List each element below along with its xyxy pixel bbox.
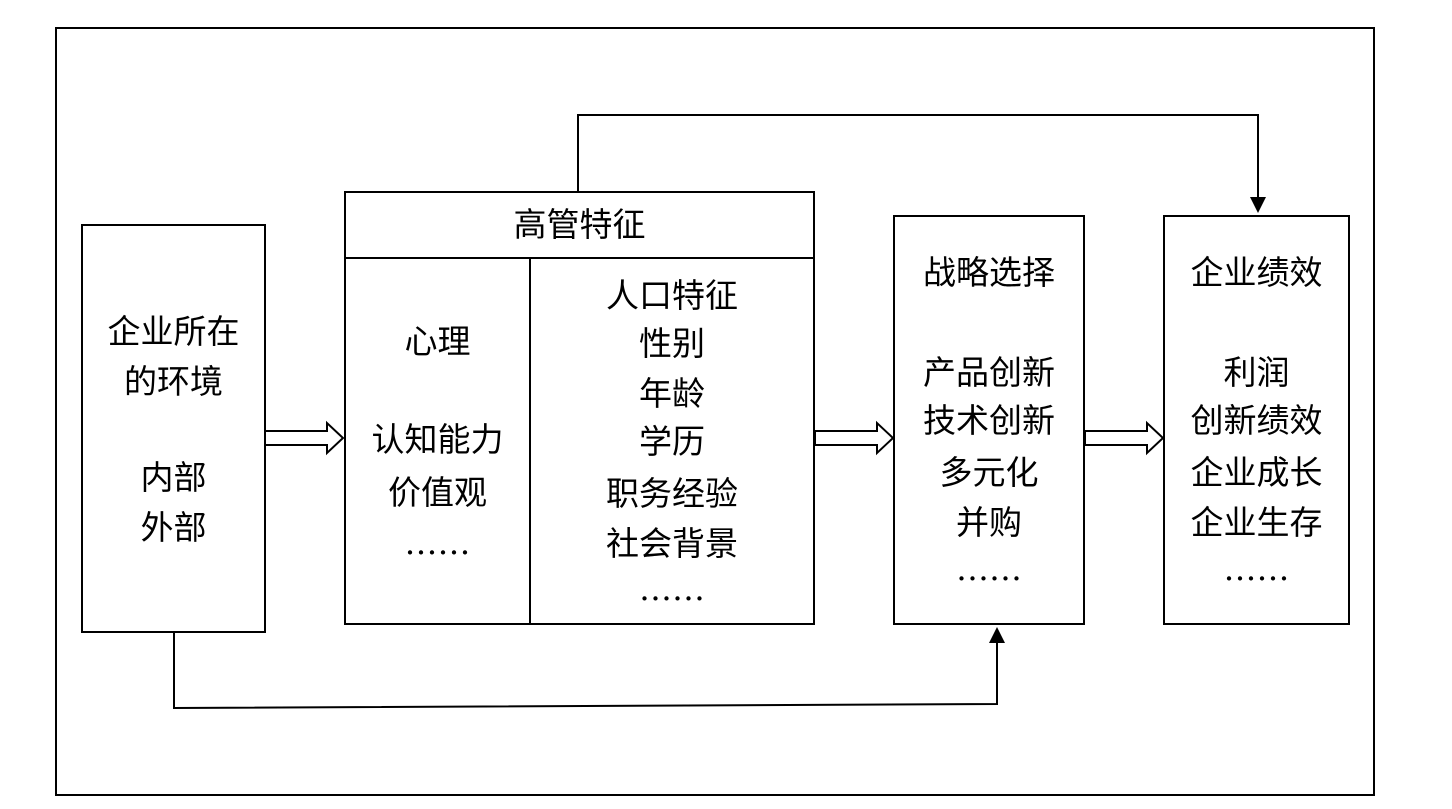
performance-box: 企业绩效 利润 创新绩效 企业成长 企业生存 …… <box>1163 215 1350 625</box>
psychology-item: 价值观 <box>388 473 487 512</box>
executive-title: 高管特征 <box>513 205 646 244</box>
demographics-item: 社会背景 <box>606 524 738 563</box>
diagram-frame <box>55 27 1375 796</box>
psychology-box: 心理 认知能力 价值观 …… <box>344 257 531 625</box>
strategy-title: 战略选择 <box>923 253 1055 292</box>
env-to-strategy-arrowhead <box>989 627 1005 643</box>
performance-title: 企业绩效 <box>1190 253 1323 292</box>
executive-header-box: 高管特征 <box>344 191 815 259</box>
env-to-strategy-line <box>173 632 998 710</box>
environment-title-line-2: 的环境 <box>124 362 223 401</box>
strategy-item: 并购 <box>956 503 1022 542</box>
performance-item: 企业成长 <box>1190 453 1323 492</box>
demographics-box: 人口特征 性别 年龄 学历 职务经验 社会背景 …… <box>529 257 815 625</box>
env-to-exec-arrow <box>264 420 345 456</box>
performance-item: 企业生存 <box>1190 503 1323 542</box>
demographics-item: 性别 <box>639 324 705 363</box>
demographics-item: …… <box>639 569 705 608</box>
environment-item-internal: 内部 <box>140 458 207 497</box>
environment-box: 企业所在 的环境 内部 外部 <box>81 224 266 633</box>
psychology-item: …… <box>404 523 471 562</box>
demographics-item: 年龄 <box>639 374 705 413</box>
strategy-item: …… <box>956 549 1022 588</box>
strategy-item: 产品创新 <box>923 353 1055 392</box>
demographics-item: 学历 <box>639 422 705 461</box>
exec-to-performance-arrowhead <box>1250 197 1266 213</box>
demographics-title: 人口特征 <box>606 276 738 315</box>
psychology-title: 心理 <box>404 322 471 361</box>
environment-title-line-1: 企业所在 <box>107 312 240 351</box>
environment-item-external: 外部 <box>140 508 207 547</box>
strategy-item: 多元化 <box>939 453 1039 492</box>
performance-item: 利润 <box>1223 353 1290 392</box>
performance-item: …… <box>1223 549 1290 588</box>
demographics-item: 职务经验 <box>606 474 738 513</box>
exec-to-strategy-arrow <box>814 420 895 456</box>
strategy-box: 战略选择 产品创新 技术创新 多元化 并购 …… <box>893 215 1085 625</box>
strategy-item: 技术创新 <box>923 401 1055 440</box>
psychology-item: 认知能力 <box>371 420 504 459</box>
strategy-to-performance-arrow <box>1084 420 1165 456</box>
performance-item: 创新绩效 <box>1190 401 1323 440</box>
exec-to-performance-line <box>577 114 1259 198</box>
